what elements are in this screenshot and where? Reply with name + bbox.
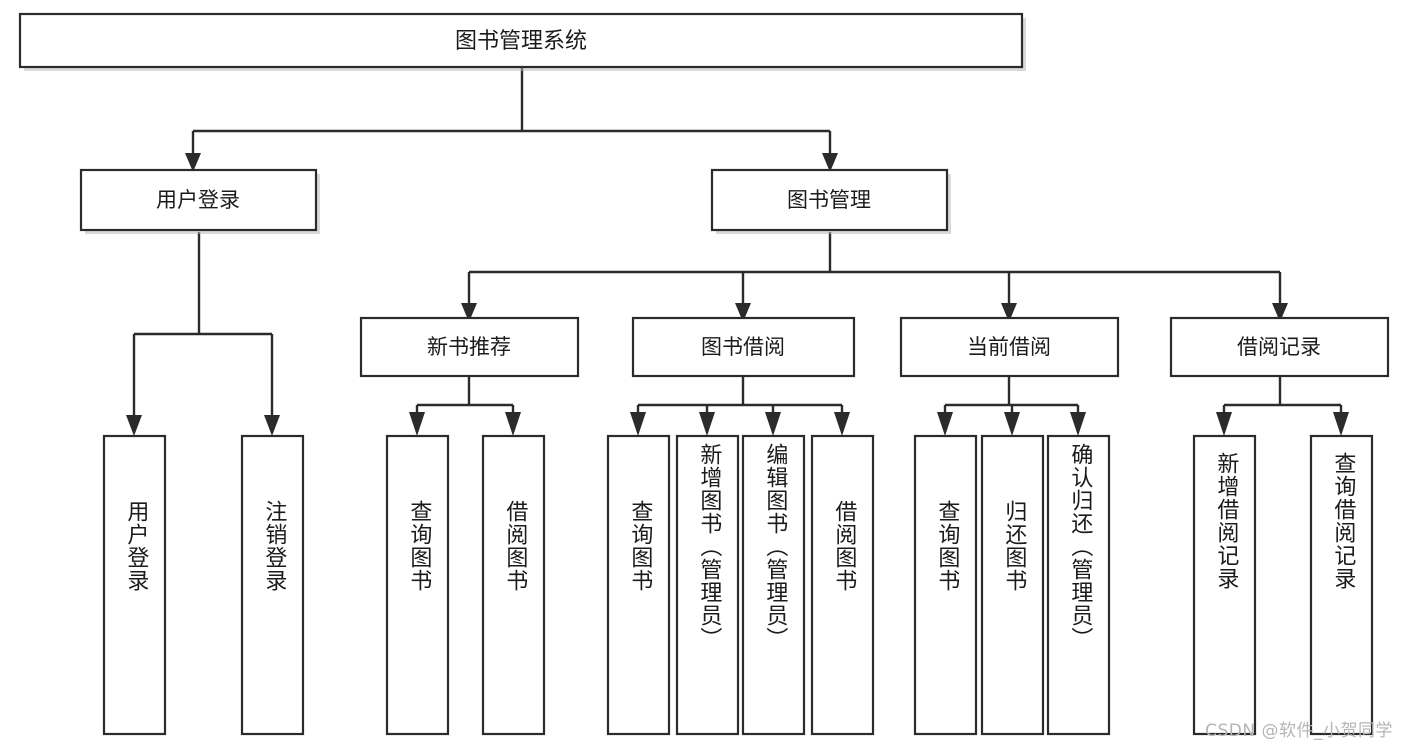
node-book-borrow-box[interactable] [631, 316, 856, 378]
node-current-borrow-box[interactable] [899, 316, 1120, 378]
node-borrow-record-box[interactable] [1169, 316, 1390, 378]
arrowhead-book-borrow-leaf-3 [765, 412, 781, 436]
arrowhead-current-borrow-leaf-2 [1004, 412, 1020, 436]
arrowhead-current-borrow-leaf-1 [937, 412, 953, 436]
arrowhead-book-borrow-leaf-1 [630, 412, 646, 436]
arrowhead-book-borrow [735, 303, 751, 322]
arrowhead-current-borrow [1001, 303, 1017, 322]
leaf-book-borrow-4-box[interactable] [810, 434, 875, 736]
arrowhead-new-book-leaf-1 [409, 412, 425, 436]
arrowhead-new-book-leaf-2 [505, 412, 521, 436]
watermark-text: CSDN @软件_小贺同学 [1205, 721, 1393, 741]
arrowhead-current-borrow-leaf-3 [1070, 412, 1086, 436]
node-borrow-record-label: 借阅记录 [1237, 335, 1321, 359]
leaf-borrow-record-1-box[interactable] [1192, 434, 1257, 736]
leaf-current-borrow-2-box[interactable] [980, 434, 1045, 736]
node-book-manage-box[interactable] [710, 168, 949, 232]
leaf-new-book-2-box[interactable] [481, 434, 546, 736]
arrowhead-borrow-record [1272, 303, 1288, 322]
root-node-label: 图书管理系统 [455, 29, 587, 54]
node-layer: 图书管理系统 用户登录 图书管理 新书推荐 图书借阅 当前借阅 借阅记录 [18, 12, 1390, 736]
leaf-new-book-1-box[interactable] [385, 434, 450, 736]
arrowhead-book-borrow-leaf-2 [699, 412, 715, 436]
node-new-book-label: 新书推荐 [427, 335, 511, 359]
arrowhead-book-borrow-leaf-4 [834, 412, 850, 436]
arrowhead-borrow-record-leaf-2 [1333, 412, 1349, 436]
node-book-manage-label: 图书管理 [787, 188, 871, 212]
leaf-current-borrow-3-box[interactable] [1046, 434, 1111, 736]
leaf-book-borrow-3-box[interactable] [741, 434, 806, 736]
arrowhead-user-login [185, 153, 201, 172]
arrowhead-book-manage [822, 153, 838, 172]
arrowhead-user-login-leaf-2 [264, 415, 280, 436]
leaf-borrow-record-2-box[interactable] [1309, 434, 1374, 736]
leaf-current-borrow-1-box[interactable] [913, 434, 978, 736]
node-user-login-label: 用户登录 [156, 188, 240, 212]
connector-layer [126, 67, 1349, 436]
node-book-borrow-label: 图书借阅 [701, 335, 785, 359]
arrowhead-user-login-leaf-1 [126, 415, 142, 436]
leaf-user-login-1-box[interactable] [102, 434, 167, 736]
leaf-user-login-2-box[interactable] [240, 434, 305, 736]
arrowhead-new-book [461, 303, 477, 322]
leaf-book-borrow-2-box[interactable] [675, 434, 740, 736]
node-current-borrow-label: 当前借阅 [967, 335, 1051, 359]
node-new-book-box[interactable] [359, 316, 580, 378]
leaf-book-borrow-1-box[interactable] [606, 434, 671, 736]
root-node-box[interactable] [18, 12, 1024, 69]
node-user-login-box[interactable] [79, 168, 318, 232]
arrowhead-borrow-record-leaf-1 [1216, 412, 1232, 436]
